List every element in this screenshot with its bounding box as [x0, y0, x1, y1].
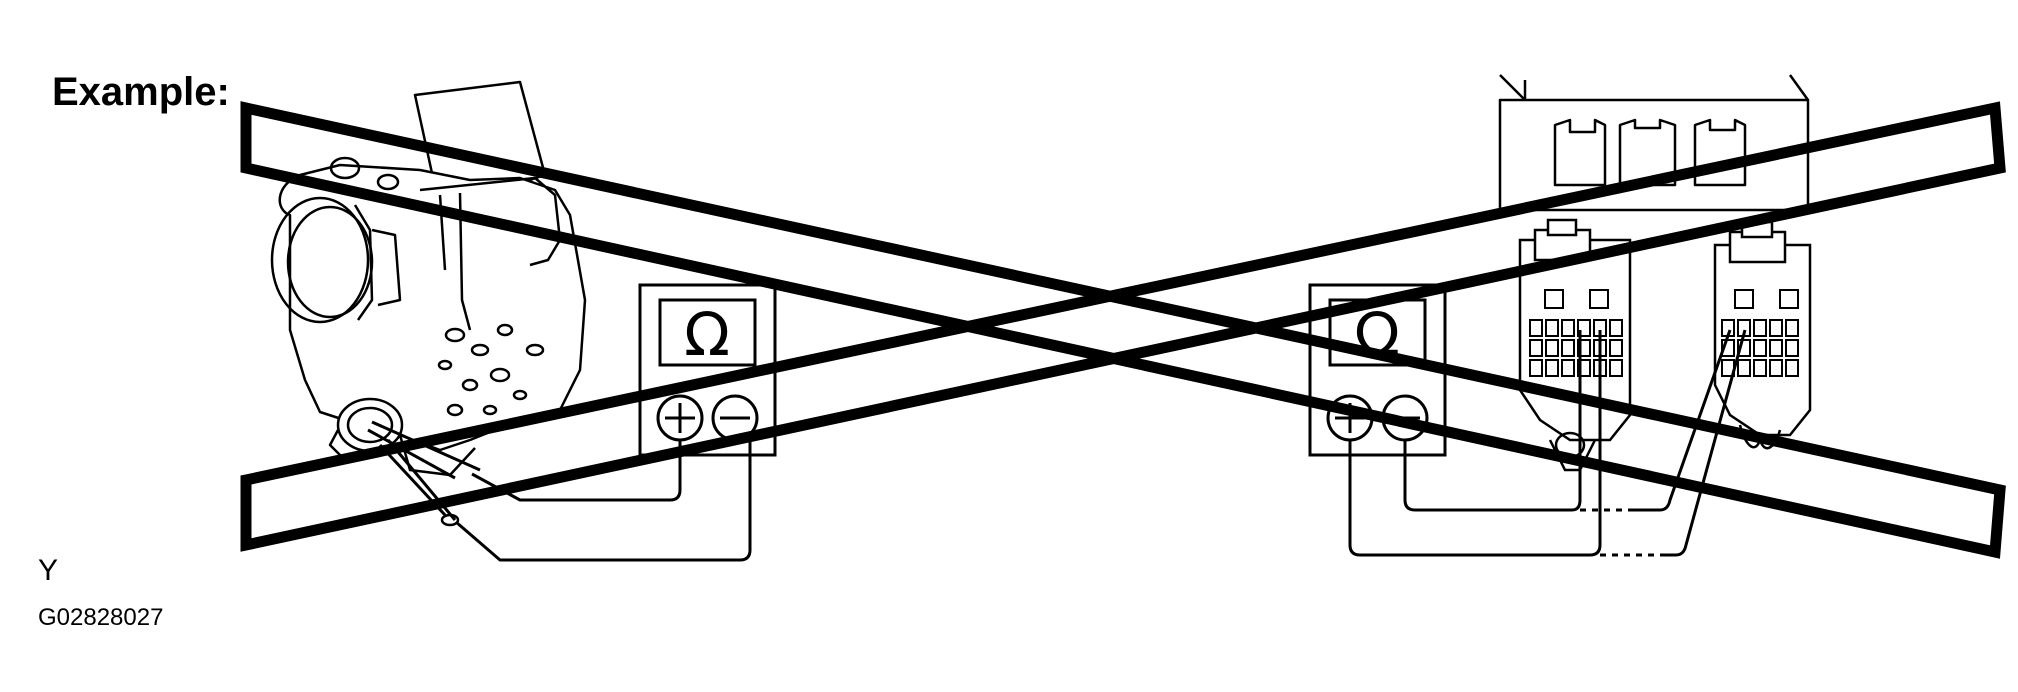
cross-bar-descending — [240, 101, 2006, 559]
figure-code: G02828027 — [38, 604, 163, 631]
throttle-body-illustration — [270, 80, 587, 527]
left-test-leads — [455, 440, 752, 562]
cross-bar-ascending — [240, 101, 2006, 552]
right-test-leads — [1348, 329, 1747, 557]
relay-box-illustration — [1498, 74, 1810, 212]
ohm-symbol: Ω — [684, 300, 730, 370]
marker-label: Y — [38, 554, 58, 587]
cross-out-mark — [240, 101, 2006, 559]
example-title: Example: — [52, 70, 230, 114]
